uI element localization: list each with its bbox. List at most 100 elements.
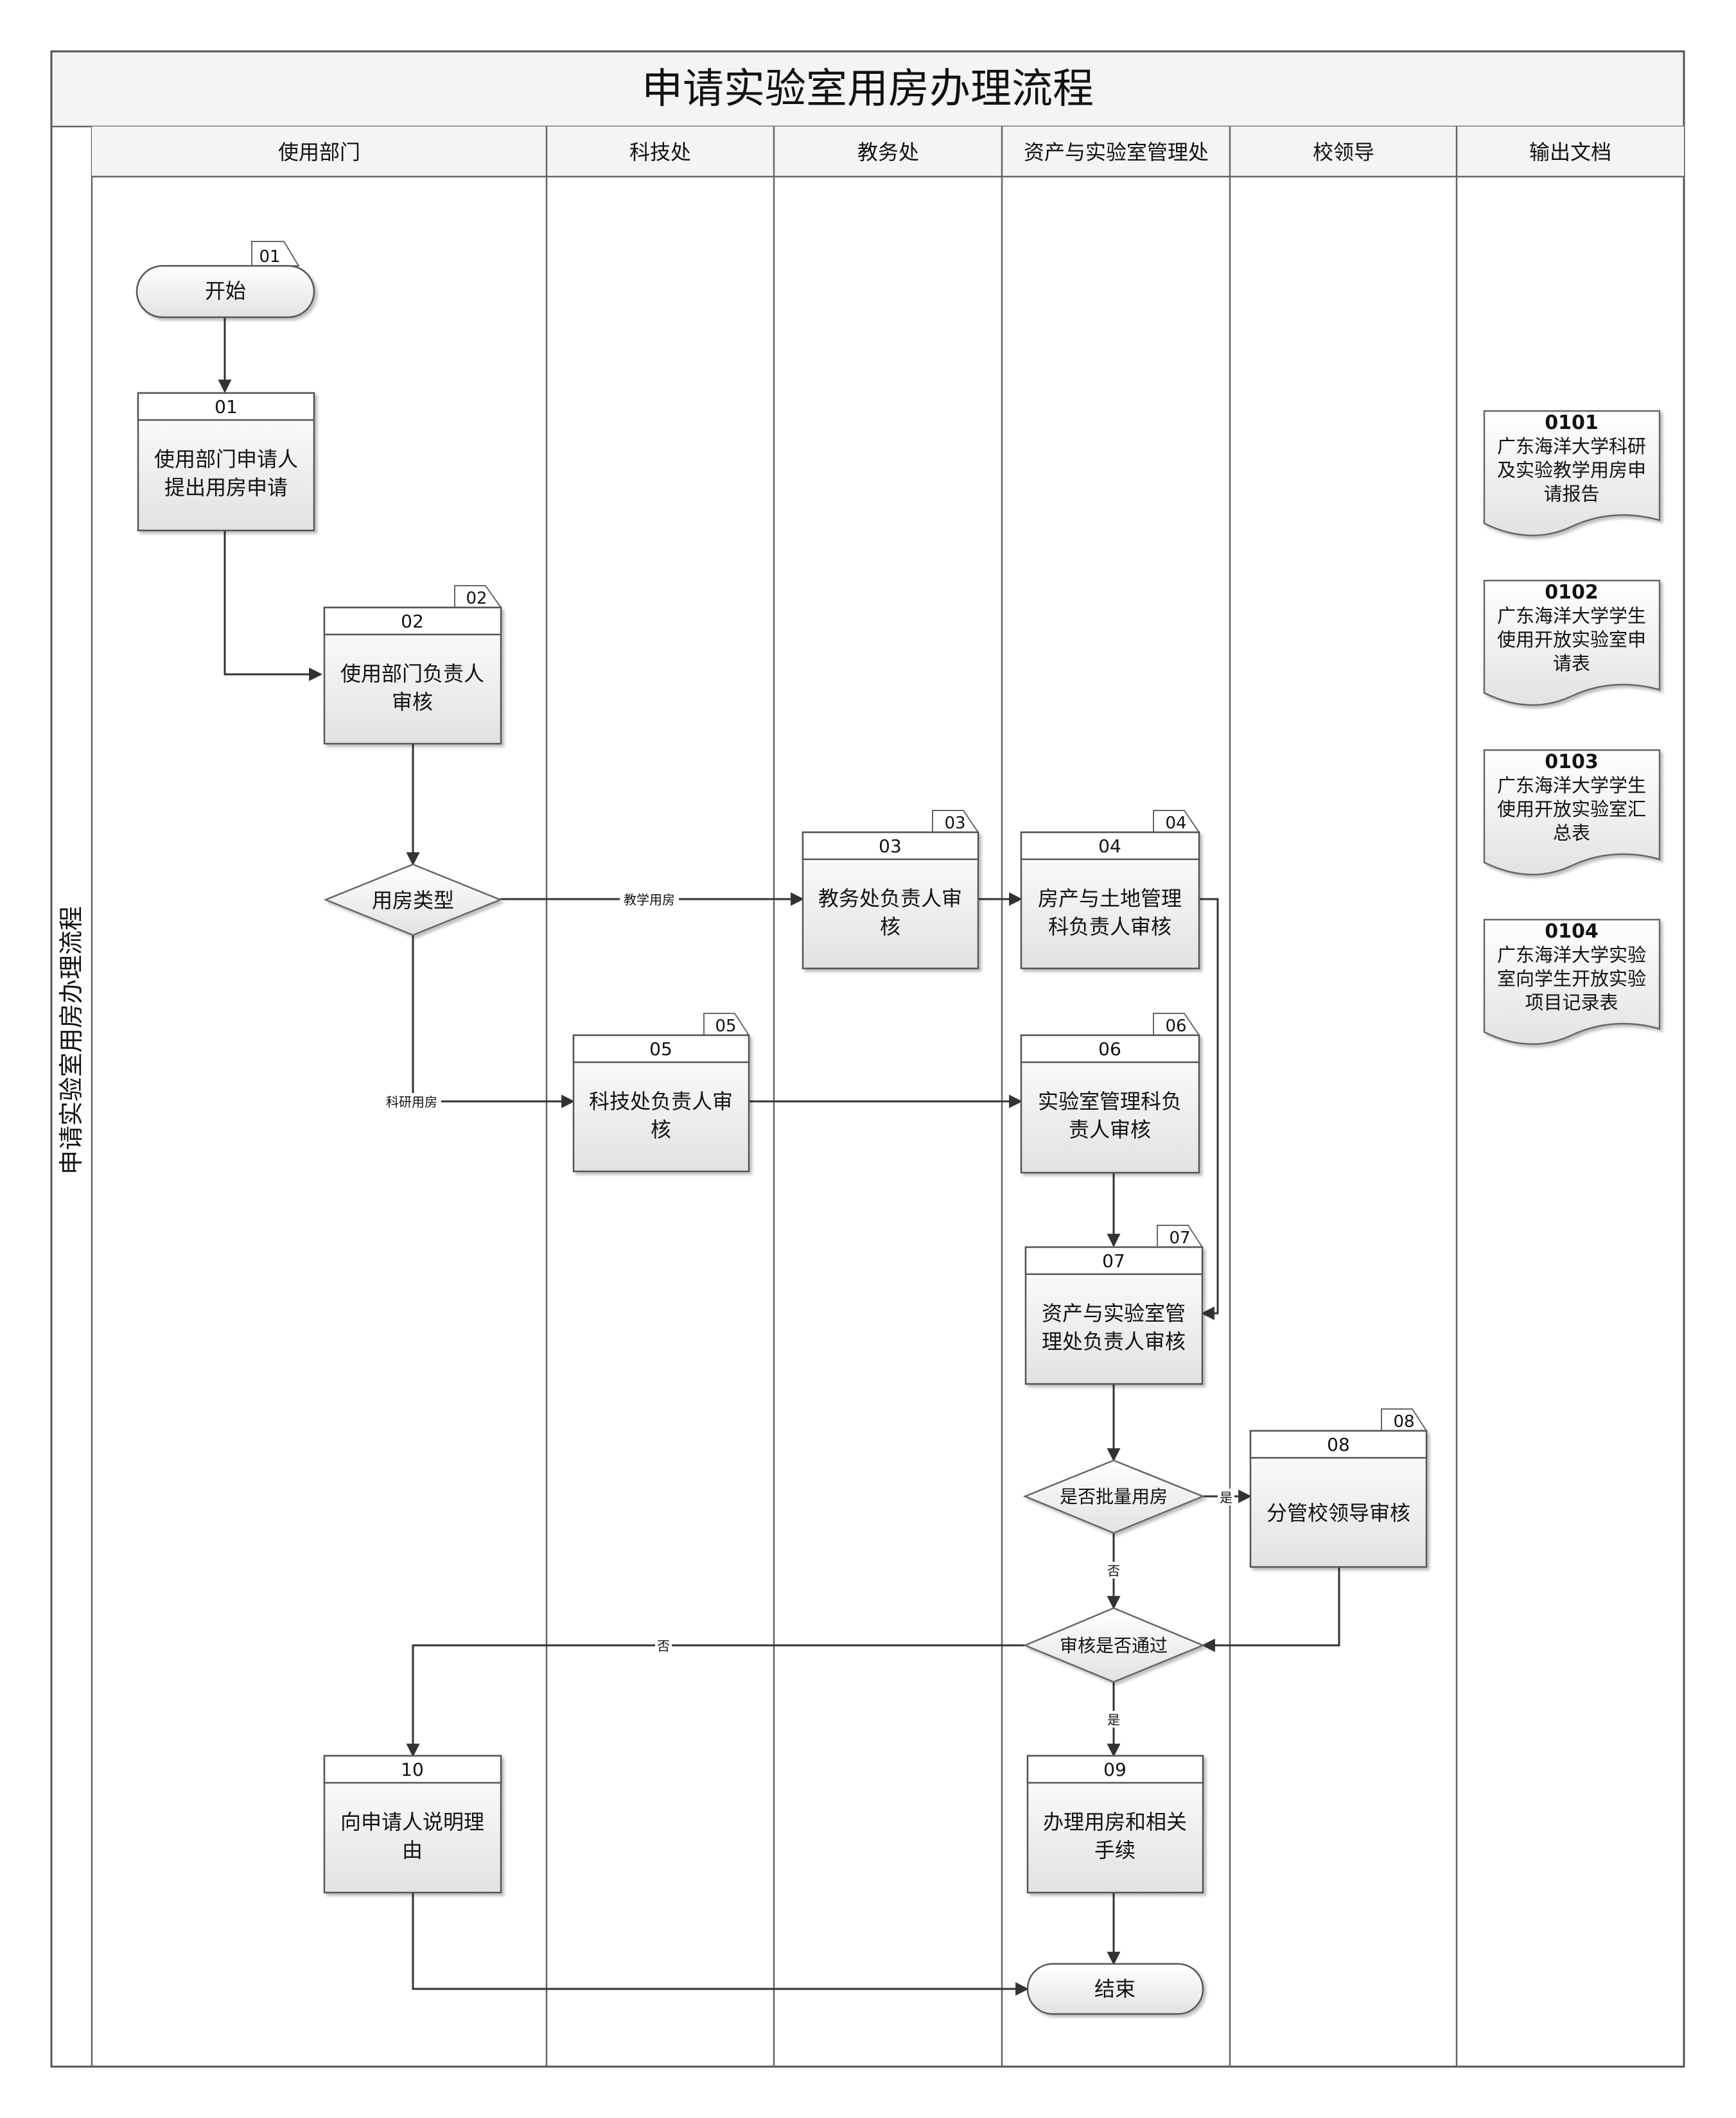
step-07-line-2: 理处负责人审核 [1042, 1329, 1186, 1354]
step-02-tag: 02 [466, 589, 487, 608]
document-0101-shape [1483, 410, 1661, 537]
step-04-line-2: 科负责人审核 [1048, 915, 1171, 939]
edge-04-07 [1199, 898, 1219, 1320]
step-02-number: 02 [401, 611, 424, 632]
step-07-header [1024, 1246, 1204, 1275]
edge-label-pass-yes: 是 [1107, 1712, 1120, 1728]
step-05: 05 05 科技处负责人审 核 [572, 1013, 750, 1173]
step-06-number: 06 [1098, 1038, 1121, 1060]
step-10-number: 10 [401, 1759, 424, 1780]
swimlane-frame [50, 50, 1685, 2068]
start-tag: 01 [259, 247, 280, 267]
decision-pass-label: 审核是否通过 [1060, 1635, 1168, 1656]
document-0101-number: 0101 [1545, 412, 1599, 434]
document-0103-line-1: 广东海洋大学学生 [1497, 775, 1646, 796]
edge-pass-10 [406, 1644, 1025, 1758]
step-03-line-1: 教务处负责人审 [818, 886, 962, 911]
step-05-line-1: 科技处负责人审 [589, 1089, 733, 1114]
edge-10-end [412, 1893, 1030, 1996]
step-01-number: 01 [215, 396, 238, 417]
edge-label-batch-yes: 是 [1220, 1490, 1232, 1505]
step-10: 10 向申请人说明理 由 [323, 1755, 502, 1894]
lane-header-tech-office: 科技处 [629, 140, 691, 164]
step-07-line-1: 资产与实验室管 [1042, 1301, 1186, 1326]
step-08-tag: 08 [1393, 1412, 1414, 1431]
step-05-tag: 05 [715, 1017, 736, 1036]
document-0101-line-1: 广东海洋大学科研 [1497, 435, 1646, 457]
edge-label-pass-no: 否 [657, 1638, 670, 1654]
step-03-header [802, 831, 979, 861]
step-07-number: 07 [1102, 1250, 1125, 1272]
document-0104: 0104 广东海洋大学实验 室向学生开放实验 项目记录表 [1483, 918, 1661, 1046]
step-07: 07 07 资产与实验室管 理处负责人审核 [1024, 1225, 1204, 1385]
end-terminal [1026, 1963, 1204, 2015]
step-02-line-2: 审核 [392, 690, 433, 714]
decision-pass: 审核是否通过 [1022, 1607, 1206, 1683]
document-0104-line-1: 广东海洋大学实验 [1497, 944, 1646, 966]
decision-batch-shape [1022, 1459, 1206, 1534]
output-documents: 0101 广东海洋大学科研 及实验教学用房申 请报告 0102 广东海洋大学学生… [1483, 410, 1661, 1046]
step-10-line-1: 向申请人说明理 [340, 1810, 484, 1834]
decision-batch: 是否批量用房 [1022, 1459, 1206, 1534]
end-label: 结束 [1094, 1977, 1135, 2001]
edge-type-05 [412, 935, 575, 1108]
step-05-line-2: 核 [651, 1117, 671, 1142]
edge-01-02 [224, 530, 323, 681]
document-0103: 0103 广东海洋大学学生 使用开放实验室汇 总表 [1483, 749, 1661, 876]
step-10-line-2: 由 [402, 1838, 423, 1862]
start-label: 开始 [205, 279, 246, 303]
document-0102-line-3: 请表 [1553, 652, 1590, 674]
step-08-number: 08 [1327, 1434, 1350, 1455]
lane-header-user-dept: 使用部门 [278, 140, 360, 164]
step-03-tag: 03 [944, 814, 965, 833]
step-03-line-2: 核 [880, 915, 900, 939]
lane-header-asset-lab-office: 资产与实验室管理处 [1024, 140, 1209, 164]
step-08-header [1249, 1430, 1428, 1459]
step-04-line-1: 房产与土地管理 [1038, 886, 1182, 911]
decision-room-type-shape [323, 863, 503, 936]
document-0101-line-2: 及实验教学用房申 [1497, 459, 1646, 481]
step-06-tag: 06 [1165, 1017, 1186, 1036]
decision-room-type-label: 用房类型 [372, 888, 454, 913]
decision-room-type: 用房类型 [323, 863, 503, 936]
step-08: 08 08 分管校领导审核 [1249, 1408, 1428, 1568]
start-terminal [136, 265, 315, 319]
step-02-header [323, 606, 502, 636]
step-09: 09 办理用房和相关 手续 [1026, 1755, 1204, 1894]
step-04-header [1020, 831, 1200, 861]
step-05-header [572, 1034, 750, 1063]
page-title: 申请实验室用房办理流程 [642, 66, 1094, 113]
document-0102: 0102 广东海洋大学学生 使用开放实验室申 请表 [1483, 579, 1661, 706]
step-01-line-1: 使用部门申请人 [154, 447, 298, 471]
lane-header-academic-office: 教务处 [857, 140, 919, 164]
step-09-line-1: 办理用房和相关 [1043, 1810, 1187, 1834]
document-0103-line-2: 使用开放实验室汇 [1497, 798, 1646, 820]
document-0102-line-2: 使用开放实验室申 [1497, 629, 1646, 651]
step-06-header [1020, 1034, 1200, 1063]
document-0103-line-3: 总表 [1553, 822, 1590, 844]
document-0104-shape [1483, 918, 1661, 1046]
step-03: 03 03 教务处负责人审 核 [802, 810, 979, 970]
document-0103-number: 0103 [1545, 751, 1599, 773]
side-title: 申请实验室用房办理流程 [57, 906, 85, 1175]
document-0101: 0101 广东海洋大学科研 及实验教学用房申 请报告 [1483, 410, 1661, 537]
lane-headers: 使用部门 科技处 教务处 资产与实验室管理处 校领导 输出文档 [278, 140, 1611, 164]
step-01-line-2: 提出用房申请 [164, 475, 288, 500]
step-06: 06 06 实验室管理科负 责人审核 [1020, 1013, 1200, 1174]
step-09-number: 09 [1103, 1759, 1127, 1780]
step-07-tag: 07 [1169, 1229, 1190, 1248]
lane-header-school-leaders: 校领导 [1313, 140, 1374, 164]
step-09-line-2: 手续 [1094, 1838, 1135, 1862]
step-04: 04 04 房产与土地管理 科负责人审核 [1020, 810, 1200, 970]
edge-label-research: 科研用房 [386, 1094, 437, 1110]
step-01-header [137, 392, 315, 421]
document-0104-number: 0104 [1545, 920, 1599, 943]
step-10-header [323, 1755, 502, 1784]
step-05-number: 05 [649, 1038, 672, 1060]
step-02: 02 02 使用部门负责人 审核 [323, 585, 502, 745]
step-02-line-1: 使用部门负责人 [340, 661, 484, 686]
decision-pass-shape [1022, 1607, 1206, 1683]
step-06-line-1: 实验室管理科负 [1038, 1089, 1182, 1114]
step-04-number: 04 [1098, 836, 1121, 857]
